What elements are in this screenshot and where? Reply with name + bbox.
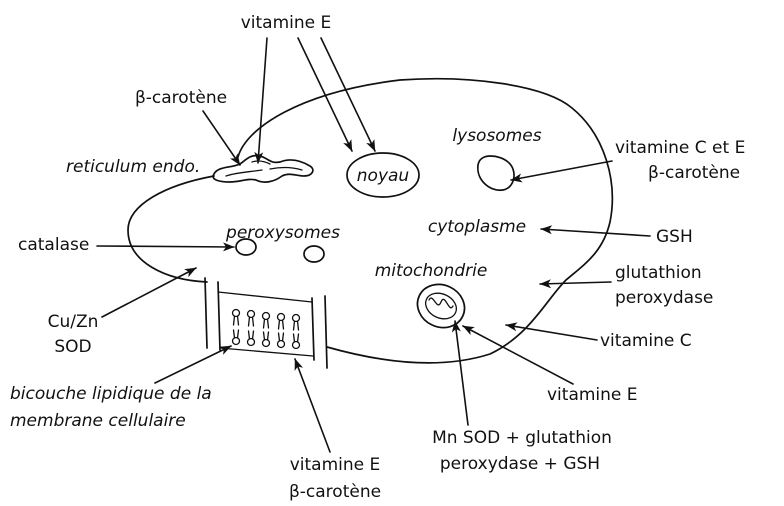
lipid-molecule	[248, 311, 255, 327]
lipid-molecule	[263, 332, 270, 347]
label-glutathion: glutathion	[615, 263, 702, 283]
label-membrane-cellulaire: membrane cellulaire	[10, 411, 186, 431]
label-peroxydase-gsh: peroxydase + GSH	[440, 454, 600, 474]
lipid-molecule	[293, 315, 300, 331]
label-vitamine-e-mito: vitamine E	[547, 385, 638, 405]
arrow-gsh-to-cytoplasme	[541, 229, 650, 236]
arrow-vitamine-c-to-cell	[506, 325, 597, 340]
label-beta-carotene-right: β-carotène	[648, 163, 740, 183]
lipid-molecule	[278, 333, 285, 348]
label-cytoplasme: cytoplasme	[428, 217, 526, 237]
label-peroxysomes: peroxysomes	[225, 223, 340, 243]
arrow-cu-zn-sod-to-cell	[102, 268, 196, 317]
arrow-mn-sod-to-mitochondrie	[455, 321, 468, 425]
lipid-molecule	[248, 331, 255, 346]
arrow-vitamine-e-to-noyau-1	[298, 38, 352, 151]
label-catalase: catalase	[18, 235, 89, 255]
arrow-glutathion-peroxydase-to-cell	[540, 282, 611, 284]
lipid-molecule	[233, 310, 240, 326]
label-vitamine-c-et-e: vitamine C et E	[615, 138, 745, 158]
label-beta-carotene-bottom: β-carotène	[289, 482, 381, 502]
arrow-catalase-to-peroxysome	[97, 246, 234, 247]
arrow-beta-carotene-to-reticulum	[203, 111, 240, 165]
arrow-bicouche-to-membrane	[155, 346, 231, 383]
arrow-vitamine-e-to-reticulum	[258, 38, 267, 163]
label-gsh: GSH	[656, 227, 693, 247]
lipid-molecule	[263, 313, 270, 329]
label-bicouche-lipidique: bicouche lipidique de la	[10, 384, 212, 404]
lysosome-shape	[478, 156, 514, 190]
cell-outline-left	[128, 176, 214, 282]
label-vitamine-e-top: vitamine E	[241, 13, 332, 33]
label-beta-carotene-top: β-carotène	[135, 88, 227, 108]
arrow-vitamine-e-beta-carotene-to-membrane	[295, 359, 330, 452]
bicouche-lipidique-shape	[205, 278, 327, 368]
lipid-molecule	[233, 330, 240, 345]
lipid-molecule	[278, 314, 285, 330]
peroxysome-shape	[304, 246, 324, 262]
label-reticulum-endo: reticulum endo.	[66, 157, 200, 177]
label-sod: SOD	[54, 337, 91, 357]
label-vitamine-e-bottom: vitamine E	[290, 455, 381, 475]
label-peroxydase: peroxydase	[615, 288, 713, 308]
label-mitochondrie: mitochondrie	[375, 261, 488, 281]
lipid-molecule	[293, 334, 300, 349]
label-lysosomes: lysosomes	[452, 126, 541, 146]
arrow-vitamine-c-et-e-to-lysosome	[511, 161, 612, 180]
label-vitamine-c: vitamine C	[600, 331, 692, 351]
label-cu-zn: Cu/Zn	[48, 312, 99, 332]
label-noyau: noyau	[357, 166, 410, 186]
reticulum-endoplasmique	[213, 156, 313, 182]
label-mn-sod-glutathion: Mn SOD + glutathion	[432, 428, 612, 448]
